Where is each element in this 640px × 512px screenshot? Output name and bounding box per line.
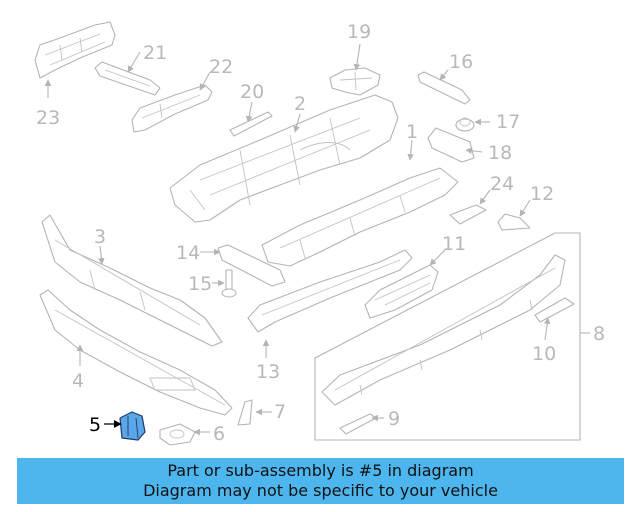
callout-7: 7 xyxy=(274,401,286,423)
callout-1: 1 xyxy=(406,121,418,143)
part-5-highlighted-shape[interactable] xyxy=(119,411,146,441)
callout-3: 3 xyxy=(94,226,106,248)
callout-12: 12 xyxy=(530,183,554,205)
callout-24: 24 xyxy=(490,173,514,195)
callout-17: 17 xyxy=(496,111,520,133)
banner-line-1: Part or sub-assembly is #5 in diagram xyxy=(167,461,474,480)
callout-4: 4 xyxy=(72,370,84,392)
callout-23: 23 xyxy=(36,107,60,129)
callout-11: 11 xyxy=(442,233,466,255)
banner-line-2: Diagram may not be specific to your vehi… xyxy=(143,481,498,500)
part-8-box xyxy=(314,232,581,441)
part-12-shape xyxy=(497,213,531,231)
callout-2: 2 xyxy=(294,93,306,115)
part-3-shape xyxy=(41,214,223,347)
part-22-shape xyxy=(131,84,213,133)
callout-6: 6 xyxy=(213,423,225,445)
callout-21: 21 xyxy=(143,42,167,64)
part-9-shape xyxy=(339,413,377,435)
callout-15: 15 xyxy=(188,273,212,295)
callout-19: 19 xyxy=(347,21,371,43)
part-13-shape xyxy=(247,249,413,333)
part-1-shape xyxy=(261,167,459,267)
parts-diagram: 23 21 22 20 2 19 16 17 18 1 24 12 3 14 1… xyxy=(34,21,605,446)
part-24-shape xyxy=(449,204,487,225)
callout-14: 14 xyxy=(176,242,200,264)
part-14-shape xyxy=(217,244,286,287)
part-16-shape xyxy=(417,71,471,105)
callout-16: 16 xyxy=(449,51,473,73)
part-8-shape xyxy=(321,254,566,406)
callout-labels: 23 21 22 20 2 19 16 17 18 1 24 12 3 14 1… xyxy=(36,21,605,445)
callout-22: 22 xyxy=(209,56,233,78)
info-banner: Part or sub-assembly is #5 in diagram Di… xyxy=(17,458,624,504)
callout-5-highlighted: 5 xyxy=(89,414,101,436)
callout-10: 10 xyxy=(532,343,556,365)
part-21-shape xyxy=(94,61,161,96)
callout-9: 9 xyxy=(388,408,400,430)
callout-8: 8 xyxy=(593,323,605,345)
leader-lines xyxy=(44,43,590,436)
part-23-shape xyxy=(34,21,116,79)
callout-20: 20 xyxy=(240,81,264,103)
part-2-shape xyxy=(169,94,399,223)
part-19-shape xyxy=(329,67,381,96)
part-18-shape xyxy=(427,127,475,163)
part-4-shape xyxy=(39,289,233,416)
part-6-shape xyxy=(159,423,196,446)
part-7-shape xyxy=(237,399,253,426)
part-17-shape xyxy=(455,117,475,132)
callout-13: 13 xyxy=(256,361,280,383)
part-10-shape xyxy=(534,297,575,323)
part-11-shape xyxy=(364,264,439,319)
part-15-shape xyxy=(221,269,237,298)
part-20-shape xyxy=(229,111,273,137)
callout-18: 18 xyxy=(488,142,512,164)
